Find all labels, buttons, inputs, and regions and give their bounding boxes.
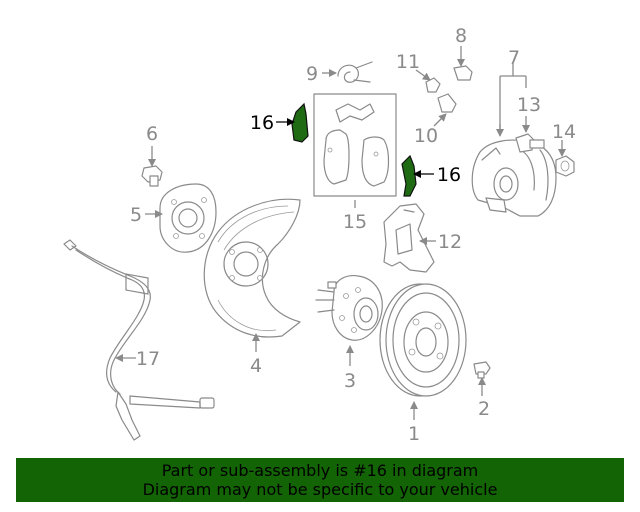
callout-2: 2 [478,398,490,420]
callout-16-left: 16 [250,112,274,134]
part-11-bleeder-cap [425,77,441,93]
callout-12: 12 [438,231,462,253]
callout-17: 17 [136,348,160,370]
part-14-boot [555,155,575,177]
banner-line-disclaimer: Diagram may not be specific to your vehi… [142,480,498,499]
part-9-spring-clip [337,61,373,83]
part-7-brake-caliper [471,139,557,217]
callout-10: 10 [414,125,438,147]
part-12-caliper-bracket [383,203,435,273]
callout-9: 9 [306,63,318,85]
part-3-wheel-hub [315,275,383,341]
part-8-bolt [453,65,473,81]
part-1-brake-rotor [379,283,467,397]
part-13-guide-bolt [515,133,545,153]
callout-14: 14 [552,121,576,143]
callout-16-right: 16 [437,164,461,186]
callout-11: 11 [396,51,420,73]
part-2-screw [473,361,491,379]
part-17-sensor-cable [63,239,215,441]
part-16-left-pad-clip [291,102,309,143]
leader-lines [115,46,566,420]
callout-6: 6 [146,123,158,145]
part-4-dust-shield [203,198,301,338]
callout-5: 5 [130,204,142,226]
callout-4: 4 [250,355,262,377]
callout-15: 15 [343,211,367,233]
callout-3: 3 [344,370,356,392]
callout-8: 8 [455,25,467,47]
callout-1: 1 [408,423,420,445]
banner-line-part-info: Part or sub-assembly is #16 in diagram [161,461,479,480]
callout-7: 7 [508,47,520,69]
part-10-bleeder-screw [437,93,457,113]
part-15-brake-pad-set [313,93,397,197]
part-5-dust-shield-plate [159,183,217,253]
part-6-bolt [141,165,163,187]
part-16-right-pad-clip [401,154,417,197]
callout-13: 13 [517,94,541,116]
info-banner: Part or sub-assembly is #16 in diagram D… [16,458,624,502]
